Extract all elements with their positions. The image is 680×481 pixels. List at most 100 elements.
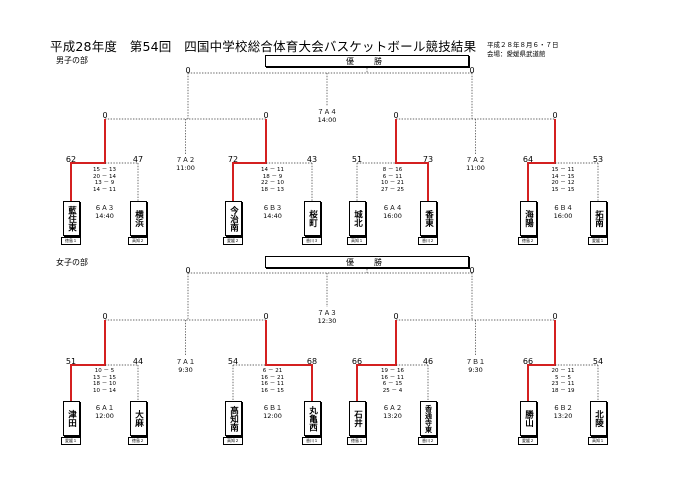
quarter-score: 16 － 21: [261, 374, 284, 381]
team-name: 今治南: [225, 201, 242, 236]
team-name: 香通寺東: [420, 401, 437, 436]
semifinal-game-time: 9:30: [468, 366, 483, 374]
quarter-score: 16 － 15: [261, 388, 284, 395]
team-prefecture: 徳島１: [347, 437, 367, 445]
final-left-score: 0: [185, 266, 191, 275]
semifinal-game-number: ７Ｂ１: [465, 358, 486, 366]
team-prefecture: 愛媛２: [223, 237, 243, 245]
team-prefecture: 徳島１: [61, 237, 81, 245]
quarter-score: 18 － 9: [262, 173, 283, 180]
first-round-left-score: 72: [227, 155, 239, 164]
quarter-score: 18 － 10: [93, 381, 116, 388]
quarter-score: 15 － 11: [551, 167, 575, 173]
semifinal-game-time: 9:30: [178, 366, 193, 374]
quarter-score: 10 － 21: [381, 180, 404, 187]
first-round-right-score: 73: [422, 155, 434, 164]
semifinal-left-score: 0: [393, 312, 399, 321]
quarter-score: 10 － 5: [94, 368, 115, 374]
first-round-game-time: 13:20: [553, 412, 573, 420]
final-right-score: 0: [469, 266, 475, 275]
first-round-game-number: ６Ｂ４: [553, 204, 573, 212]
team-name: 横浜: [130, 201, 147, 236]
final-game-time: 12:30: [317, 317, 337, 325]
first-round-right-score: 43: [306, 155, 318, 164]
first-round-game-number: ６Ｂ１: [262, 404, 283, 412]
team-name: 大麻: [130, 401, 147, 436]
quarter-score: 15 － 15: [551, 187, 575, 194]
quarter-score: 25 － 4: [382, 388, 403, 395]
final-left-score: 0: [185, 66, 191, 75]
quarter-score: 5 － 5: [555, 374, 571, 381]
quarter-score: 23 － 11: [551, 381, 575, 388]
first-round-game-number: ６Ｂ２: [553, 404, 573, 412]
team-name: 丸亀西: [304, 401, 321, 436]
champion-box: 優 勝: [265, 55, 469, 67]
team-prefecture: 高知２: [223, 437, 243, 445]
semifinal-left-score: 0: [102, 312, 108, 321]
quarter-score: 14 － 11: [261, 167, 284, 173]
first-round-game-number: ６Ｂ３: [262, 204, 283, 212]
team-prefecture: 香川１: [302, 437, 322, 445]
team-prefecture: 愛媛２: [518, 437, 538, 445]
team-prefecture: 香川２: [418, 437, 438, 445]
team-name: 拓南: [590, 201, 607, 236]
team-prefecture: 愛媛１: [588, 237, 608, 245]
semifinal-right-score: 0: [552, 312, 558, 321]
team-name: 海陽: [520, 201, 537, 236]
first-round-game-time: 14:40: [263, 212, 282, 220]
first-round-left-score: 54: [227, 357, 239, 366]
team-name: 香東: [420, 201, 437, 236]
first-round-game-time: 12:00: [95, 412, 114, 420]
first-round-right-score: 46: [422, 357, 434, 366]
team-prefecture: 高知１: [347, 237, 367, 245]
first-round-left-score: 64: [522, 155, 534, 164]
quarter-score: 13 － 15: [93, 374, 116, 381]
quarter-score: 13 － 9: [94, 180, 115, 187]
first-round-left-score: 66: [522, 357, 534, 366]
first-round-game-time: 12:00: [263, 412, 282, 420]
semifinal-right-score: 0: [263, 111, 269, 120]
section-title: 女子の部: [56, 258, 88, 267]
team-name: 勝山: [520, 401, 537, 436]
team-name: 城北: [349, 201, 366, 236]
first-round-left-score: 51: [351, 155, 363, 164]
team-prefecture: 高知１: [588, 437, 608, 445]
first-round-game-time: 16:00: [383, 212, 402, 220]
first-round-game-number: ６Ａ３: [94, 204, 115, 212]
quarter-score: 20 － 14: [93, 173, 116, 180]
first-round-game-time: 16:00: [553, 212, 573, 220]
semifinal-right-score: 0: [263, 312, 269, 321]
team-name: 藍住東: [63, 201, 80, 236]
first-round-left-score: 66: [351, 357, 363, 366]
team-name: 北陵: [590, 401, 607, 436]
team-prefecture: 徳島２: [518, 237, 538, 245]
team-name: 石井: [349, 401, 366, 436]
first-round-game-time: 13:20: [383, 412, 402, 420]
semifinal-left-score: 0: [102, 111, 108, 120]
quarter-score: 14 － 11: [93, 187, 116, 194]
team-prefecture: 愛媛１: [61, 437, 81, 445]
quarter-score: 8 － 16: [382, 167, 403, 173]
quarter-score: 18 － 13: [261, 187, 284, 194]
first-round-right-score: 47: [132, 155, 144, 164]
quarter-score: 14 － 15: [551, 173, 575, 180]
quarter-score: 6 － 15: [382, 381, 403, 388]
champion-box: 優 勝: [265, 256, 469, 268]
quarter-score: 16 － 11: [261, 381, 284, 388]
semifinal-left-score: 0: [393, 111, 399, 120]
semifinal-right-score: 0: [552, 111, 558, 120]
team-prefecture: 徳島２: [128, 437, 148, 445]
team-prefecture: 高知２: [128, 237, 148, 245]
quarter-score: 18 － 19: [551, 388, 575, 395]
semifinal-game-number: ７Ａ２: [465, 156, 486, 164]
semifinal-game-number: ７Ａ２: [175, 156, 196, 164]
semifinal-game-number: ７Ａ１: [175, 358, 196, 366]
team-name: 桜町: [304, 201, 321, 236]
semifinal-game-time: 11:00: [176, 164, 195, 172]
quarter-score: 6 － 11: [382, 173, 403, 180]
quarter-score: 16 － 11: [381, 374, 404, 381]
quarter-score: 27 － 25: [381, 187, 404, 194]
first-round-left-score: 62: [65, 155, 77, 164]
first-round-right-score: 68: [306, 357, 318, 366]
